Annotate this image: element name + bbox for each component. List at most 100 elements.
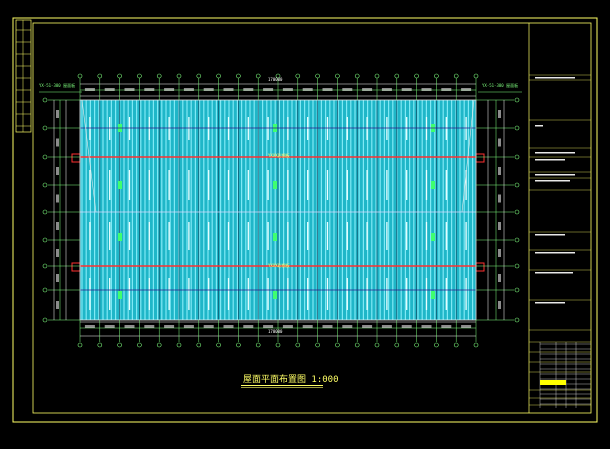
span-dimension-text bbox=[164, 88, 175, 91]
axis-bubble-icon bbox=[255, 342, 261, 348]
span-dimension-text bbox=[302, 88, 313, 91]
side-dimension-text bbox=[498, 110, 501, 118]
ridge-label-upper: YXXX彩钢板 bbox=[268, 153, 290, 158]
axis-bubble-icon bbox=[295, 73, 301, 79]
axis-bubble-icon bbox=[335, 342, 340, 348]
axis-bubble-icon bbox=[514, 317, 520, 323]
span-dimension-text bbox=[223, 325, 234, 328]
title-block-text-line bbox=[535, 159, 565, 161]
span-dimension-text bbox=[461, 325, 472, 328]
span-dimension-text bbox=[322, 88, 333, 91]
axis-bubble-icon bbox=[117, 73, 122, 79]
axis-bubble-icon bbox=[255, 73, 261, 79]
vent-marker bbox=[273, 291, 277, 299]
span-dimension-text bbox=[342, 325, 353, 328]
span-dimension-text bbox=[223, 88, 234, 91]
title-underline-2 bbox=[241, 387, 323, 388]
span-dimension-text bbox=[342, 88, 353, 91]
side-dimension-text bbox=[498, 138, 501, 147]
axis-bubble-icon bbox=[514, 287, 520, 293]
gutter-end bbox=[71, 153, 81, 163]
span-dimension-text bbox=[282, 88, 293, 91]
axis-bubble-icon bbox=[42, 97, 48, 103]
axis-bubble-icon bbox=[137, 73, 142, 79]
span-dimension-text bbox=[381, 88, 392, 91]
title-block-text-line bbox=[535, 252, 575, 254]
span-dimension-text bbox=[263, 88, 274, 91]
vent-marker bbox=[118, 181, 122, 189]
span-dimension-text bbox=[381, 325, 392, 328]
axis-bubble-icon bbox=[354, 73, 360, 79]
axis-bubble-icon bbox=[315, 342, 320, 348]
span-dimension-text bbox=[421, 325, 432, 328]
side-dimension-text bbox=[498, 222, 501, 230]
axis-bubble-icon bbox=[117, 342, 122, 348]
title-block-text-line bbox=[535, 272, 573, 274]
span-dimension-text bbox=[203, 88, 214, 91]
span-dimension-text bbox=[104, 325, 115, 328]
axis-bubble-icon bbox=[42, 125, 48, 131]
axis-bubble-icon bbox=[156, 342, 162, 348]
axis-bubble-icon bbox=[42, 287, 48, 293]
span-dimension-text bbox=[401, 325, 412, 328]
span-dimension-text bbox=[183, 88, 194, 91]
axis-bubble-icon bbox=[42, 317, 48, 323]
axis-bubble-icon bbox=[156, 73, 162, 79]
side-dimension-text bbox=[498, 167, 501, 175]
span-dimension-text bbox=[302, 325, 313, 328]
roof-plan bbox=[71, 99, 485, 321]
vent-marker bbox=[431, 181, 435, 189]
axis-bubble-icon bbox=[354, 342, 360, 348]
axis-bubble-icon bbox=[315, 73, 320, 79]
axis-grid bbox=[39, 73, 522, 348]
span-dimension-text bbox=[243, 325, 254, 328]
axis-bubble-icon bbox=[514, 263, 520, 269]
overall-dimension-bottom: 170000 bbox=[268, 329, 283, 334]
axis-bubble-icon bbox=[236, 342, 241, 348]
axis-bubble-icon bbox=[196, 73, 202, 79]
gutter-end bbox=[475, 262, 485, 272]
vent-marker bbox=[118, 233, 122, 241]
end-diagonal bbox=[81, 99, 97, 213]
binding-strip bbox=[15, 19, 32, 133]
axis-bubble-icon bbox=[42, 237, 48, 243]
side-dimension-text bbox=[498, 274, 501, 282]
axis-bubble-icon bbox=[176, 73, 182, 79]
axis-bubble-icon bbox=[394, 342, 400, 348]
span-dimension-text bbox=[401, 88, 412, 91]
axis-bubble-icon bbox=[42, 182, 48, 188]
side-dimension-text bbox=[56, 167, 59, 175]
vent-marker bbox=[273, 233, 277, 241]
side-dimension-text bbox=[56, 222, 59, 230]
span-dimension-text bbox=[164, 325, 175, 328]
title-block-text-line bbox=[535, 174, 575, 176]
axis-bubble-icon bbox=[275, 73, 281, 79]
title-block-text-line bbox=[535, 234, 565, 236]
axis-bubble-icon bbox=[414, 73, 419, 79]
axis-bubble-icon bbox=[514, 154, 520, 160]
span-dimension-text bbox=[84, 325, 95, 328]
axis-bubble-icon bbox=[97, 73, 103, 79]
end-diagonal bbox=[461, 99, 475, 213]
axis-bubble-icon bbox=[77, 342, 83, 348]
side-dimension-text bbox=[56, 274, 59, 282]
span-dimension-text bbox=[104, 88, 115, 91]
gutter-end bbox=[475, 153, 485, 163]
span-dimension-text bbox=[203, 325, 214, 328]
title-underline bbox=[241, 385, 323, 386]
axis-bubble-icon bbox=[514, 125, 520, 131]
note-left: YX-51-380 屋面板 bbox=[39, 83, 76, 88]
axis-bubble-icon bbox=[514, 97, 520, 103]
axis-bubble-icon bbox=[295, 342, 301, 348]
span-dimension-text bbox=[183, 325, 194, 328]
axis-bubble-icon bbox=[453, 73, 459, 79]
axis-bubble-icon bbox=[453, 342, 459, 348]
span-dimension-text bbox=[441, 325, 452, 328]
span-dimension-text bbox=[362, 325, 373, 328]
span-dimension-text bbox=[144, 88, 155, 91]
title-block bbox=[528, 23, 591, 413]
axis-bubble-icon bbox=[514, 209, 520, 215]
side-dimension-text bbox=[56, 110, 59, 118]
overall-dimension-top: 170000 bbox=[268, 77, 283, 82]
